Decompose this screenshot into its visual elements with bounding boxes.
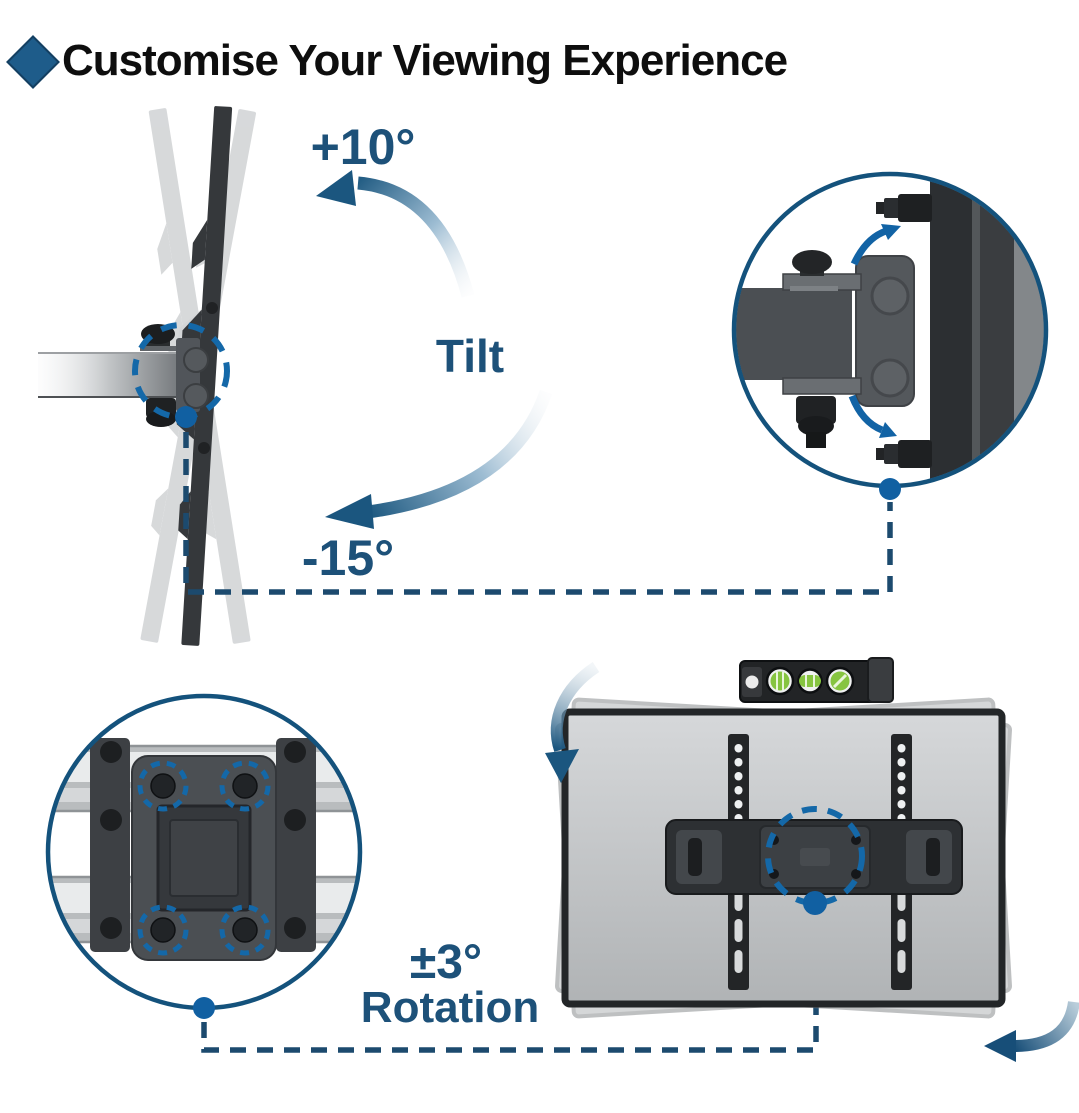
callout-ring-screw (137, 904, 189, 956)
spirit-level-icon (739, 657, 894, 703)
detail-frame-right (276, 738, 316, 952)
detail-tv-bracket-bar (930, 176, 972, 484)
callout-ring-screw (219, 904, 271, 956)
callout-ring-rotation (765, 806, 865, 906)
detail-tilt-down-arrow (848, 394, 897, 438)
detail-arm (736, 288, 852, 380)
detail-screw-bottom (876, 440, 932, 468)
callout-ring-screw (137, 760, 189, 812)
rotation-label: Rotation (360, 983, 540, 1032)
header: Customise Your Viewing Experience (0, 16, 1079, 89)
rotation-angle-label: ±3° (409, 936, 483, 989)
callout-ring-pivot (132, 322, 230, 420)
detail-tilt-up-arrow (850, 224, 901, 266)
rotation-arrow-bottom-right (984, 1000, 1079, 1062)
detail-screw-top (876, 194, 932, 222)
rotation-arrow-top-left (545, 661, 600, 783)
page-title: Customise Your Viewing Experience (62, 36, 788, 85)
callout-dot-vesa (193, 997, 215, 1019)
tv-rear-view (545, 657, 1079, 1062)
tilt-down-angle-label: -15° (301, 530, 395, 586)
tilt-side-view (38, 104, 257, 647)
tilt-label: Tilt (435, 330, 505, 382)
vesa-plate-detail-circle (45, 693, 363, 1019)
tilt-down-arrow (325, 389, 553, 529)
tilt-detail-circle (731, 171, 1049, 500)
callout-dot-detail (879, 478, 901, 500)
tilt-connector-dashed-line (183, 432, 893, 595)
tilt-up-arrow (316, 170, 475, 298)
detail-bolt (792, 250, 832, 274)
callout-dot-rotation (803, 891, 827, 915)
callout-dot-pivot (175, 406, 197, 428)
detail-nut (796, 396, 836, 424)
tv-centre-bracket (665, 819, 963, 895)
tilt-up-angle-label: +10° (310, 119, 416, 175)
wall-arm (38, 352, 192, 398)
detail-frame-left (90, 738, 130, 952)
callout-ring-screw (219, 760, 271, 812)
detail-tv-bezel (980, 176, 1014, 484)
